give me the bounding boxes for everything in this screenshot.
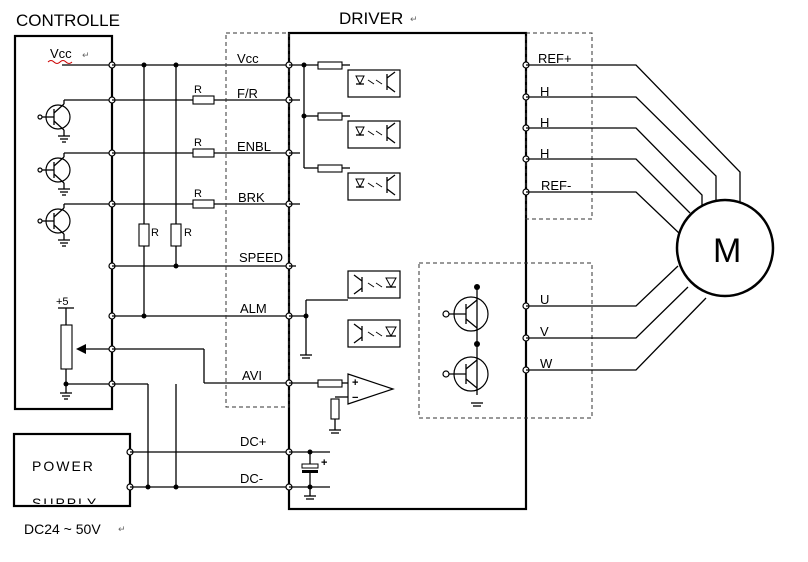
return-mark: ↵ bbox=[82, 51, 90, 61]
pullup-resistor-1 bbox=[138, 223, 150, 247]
power-stage bbox=[442, 284, 489, 407]
optocoupler-enbl bbox=[347, 120, 401, 149]
pin-label-h1: H bbox=[540, 84, 549, 99]
svg-text:R: R bbox=[194, 84, 202, 96]
svg-text:R: R bbox=[194, 188, 202, 200]
series-resistor-fr bbox=[192, 95, 215, 105]
pin-label-brk: BRK bbox=[238, 190, 265, 205]
series-resistor-enbl bbox=[192, 148, 215, 158]
controller-box bbox=[13, 34, 114, 411]
optocoupler-fr bbox=[347, 69, 401, 98]
plus5-label: +5 bbox=[56, 296, 69, 308]
motor: M bbox=[675, 198, 775, 298]
optocoupler-brk bbox=[347, 172, 401, 201]
power-supply-block: POWER SUPPLY DC24 ~ 50V ↵ bbox=[12, 432, 134, 537]
controller-transistor-2 bbox=[37, 152, 112, 196]
driver-power-stage-dashed-area bbox=[418, 262, 593, 419]
svg-text:R: R bbox=[184, 227, 192, 239]
pin-label-u: U bbox=[540, 292, 549, 307]
pin-label-refplus: REF+ bbox=[538, 51, 572, 66]
pin-label-refminus: REF- bbox=[541, 178, 571, 193]
pin-label-speed: SPEED bbox=[239, 250, 283, 265]
spell-underline bbox=[47, 60, 73, 64]
power-voltage: DC24 ~ 50V bbox=[24, 521, 101, 537]
pin-label-h2: H bbox=[540, 115, 549, 130]
avi-opamp: + − bbox=[289, 373, 395, 434]
pin-label-dcplus: DC+ bbox=[240, 434, 266, 449]
pin-label-w: W bbox=[540, 356, 553, 371]
controller-to-driver-wires: R R R R R bbox=[112, 62, 289, 490]
controller-transistor-3 bbox=[37, 203, 112, 247]
svg-text:−: − bbox=[352, 392, 358, 404]
series-resistor-brk bbox=[192, 199, 215, 209]
svg-text:+: + bbox=[352, 377, 358, 389]
pin-label-h3: H bbox=[540, 146, 549, 161]
pin-label-alm: ALM bbox=[240, 301, 267, 316]
controller-transistor-1 bbox=[37, 99, 112, 143]
power-supply-box bbox=[12, 432, 132, 508]
optocoupler-alm bbox=[347, 319, 401, 348]
controller-title: CONTROLLE bbox=[16, 11, 120, 30]
motor-label: M bbox=[713, 232, 741, 270]
driver-left-pins: Vcc F/R ENBL BRK SPEED ALM AVI DC+ DC- bbox=[237, 51, 293, 491]
pullup-resistor-2 bbox=[170, 223, 182, 247]
pin-label-vcc: Vcc bbox=[237, 51, 259, 66]
pin-label-dcminus: DC- bbox=[240, 471, 263, 486]
pin-label-fr: F/R bbox=[237, 86, 258, 101]
svg-text:+: + bbox=[321, 457, 327, 469]
driver-input-dashed-area bbox=[225, 32, 290, 408]
svg-text:↵: ↵ bbox=[118, 525, 126, 535]
motor-circle bbox=[675, 198, 775, 298]
svg-text:R: R bbox=[151, 227, 159, 239]
pin-label-enbl: ENBL bbox=[237, 139, 271, 154]
svg-text:R: R bbox=[194, 137, 202, 149]
svg-text:↵: ↵ bbox=[410, 15, 418, 25]
driver-block: DRIVER ↵ Vcc F/R ENBL BRK SPEED ALM AVI … bbox=[225, 9, 593, 511]
supply-label: SUPPLY bbox=[32, 495, 98, 511]
motor-wires bbox=[526, 64, 741, 371]
driver-input-optocouplers bbox=[289, 61, 401, 359]
optocoupler-speed bbox=[347, 270, 401, 299]
driver-box bbox=[287, 31, 528, 511]
dc-bus-capacitor: + bbox=[289, 449, 330, 500]
driver-right-pins: REF+ H H H REF- U V W bbox=[522, 51, 572, 374]
controller-potentiometer: +5 bbox=[56, 296, 112, 400]
pin-label-avi: AVI bbox=[242, 368, 262, 383]
controller-block: CONTROLLE Vcc ↵ bbox=[13, 11, 120, 411]
controller-vcc-label: Vcc bbox=[50, 46, 72, 61]
pin-label-v: V bbox=[540, 324, 549, 339]
driver-title: DRIVER bbox=[339, 9, 403, 28]
power-label: POWER bbox=[32, 458, 95, 474]
